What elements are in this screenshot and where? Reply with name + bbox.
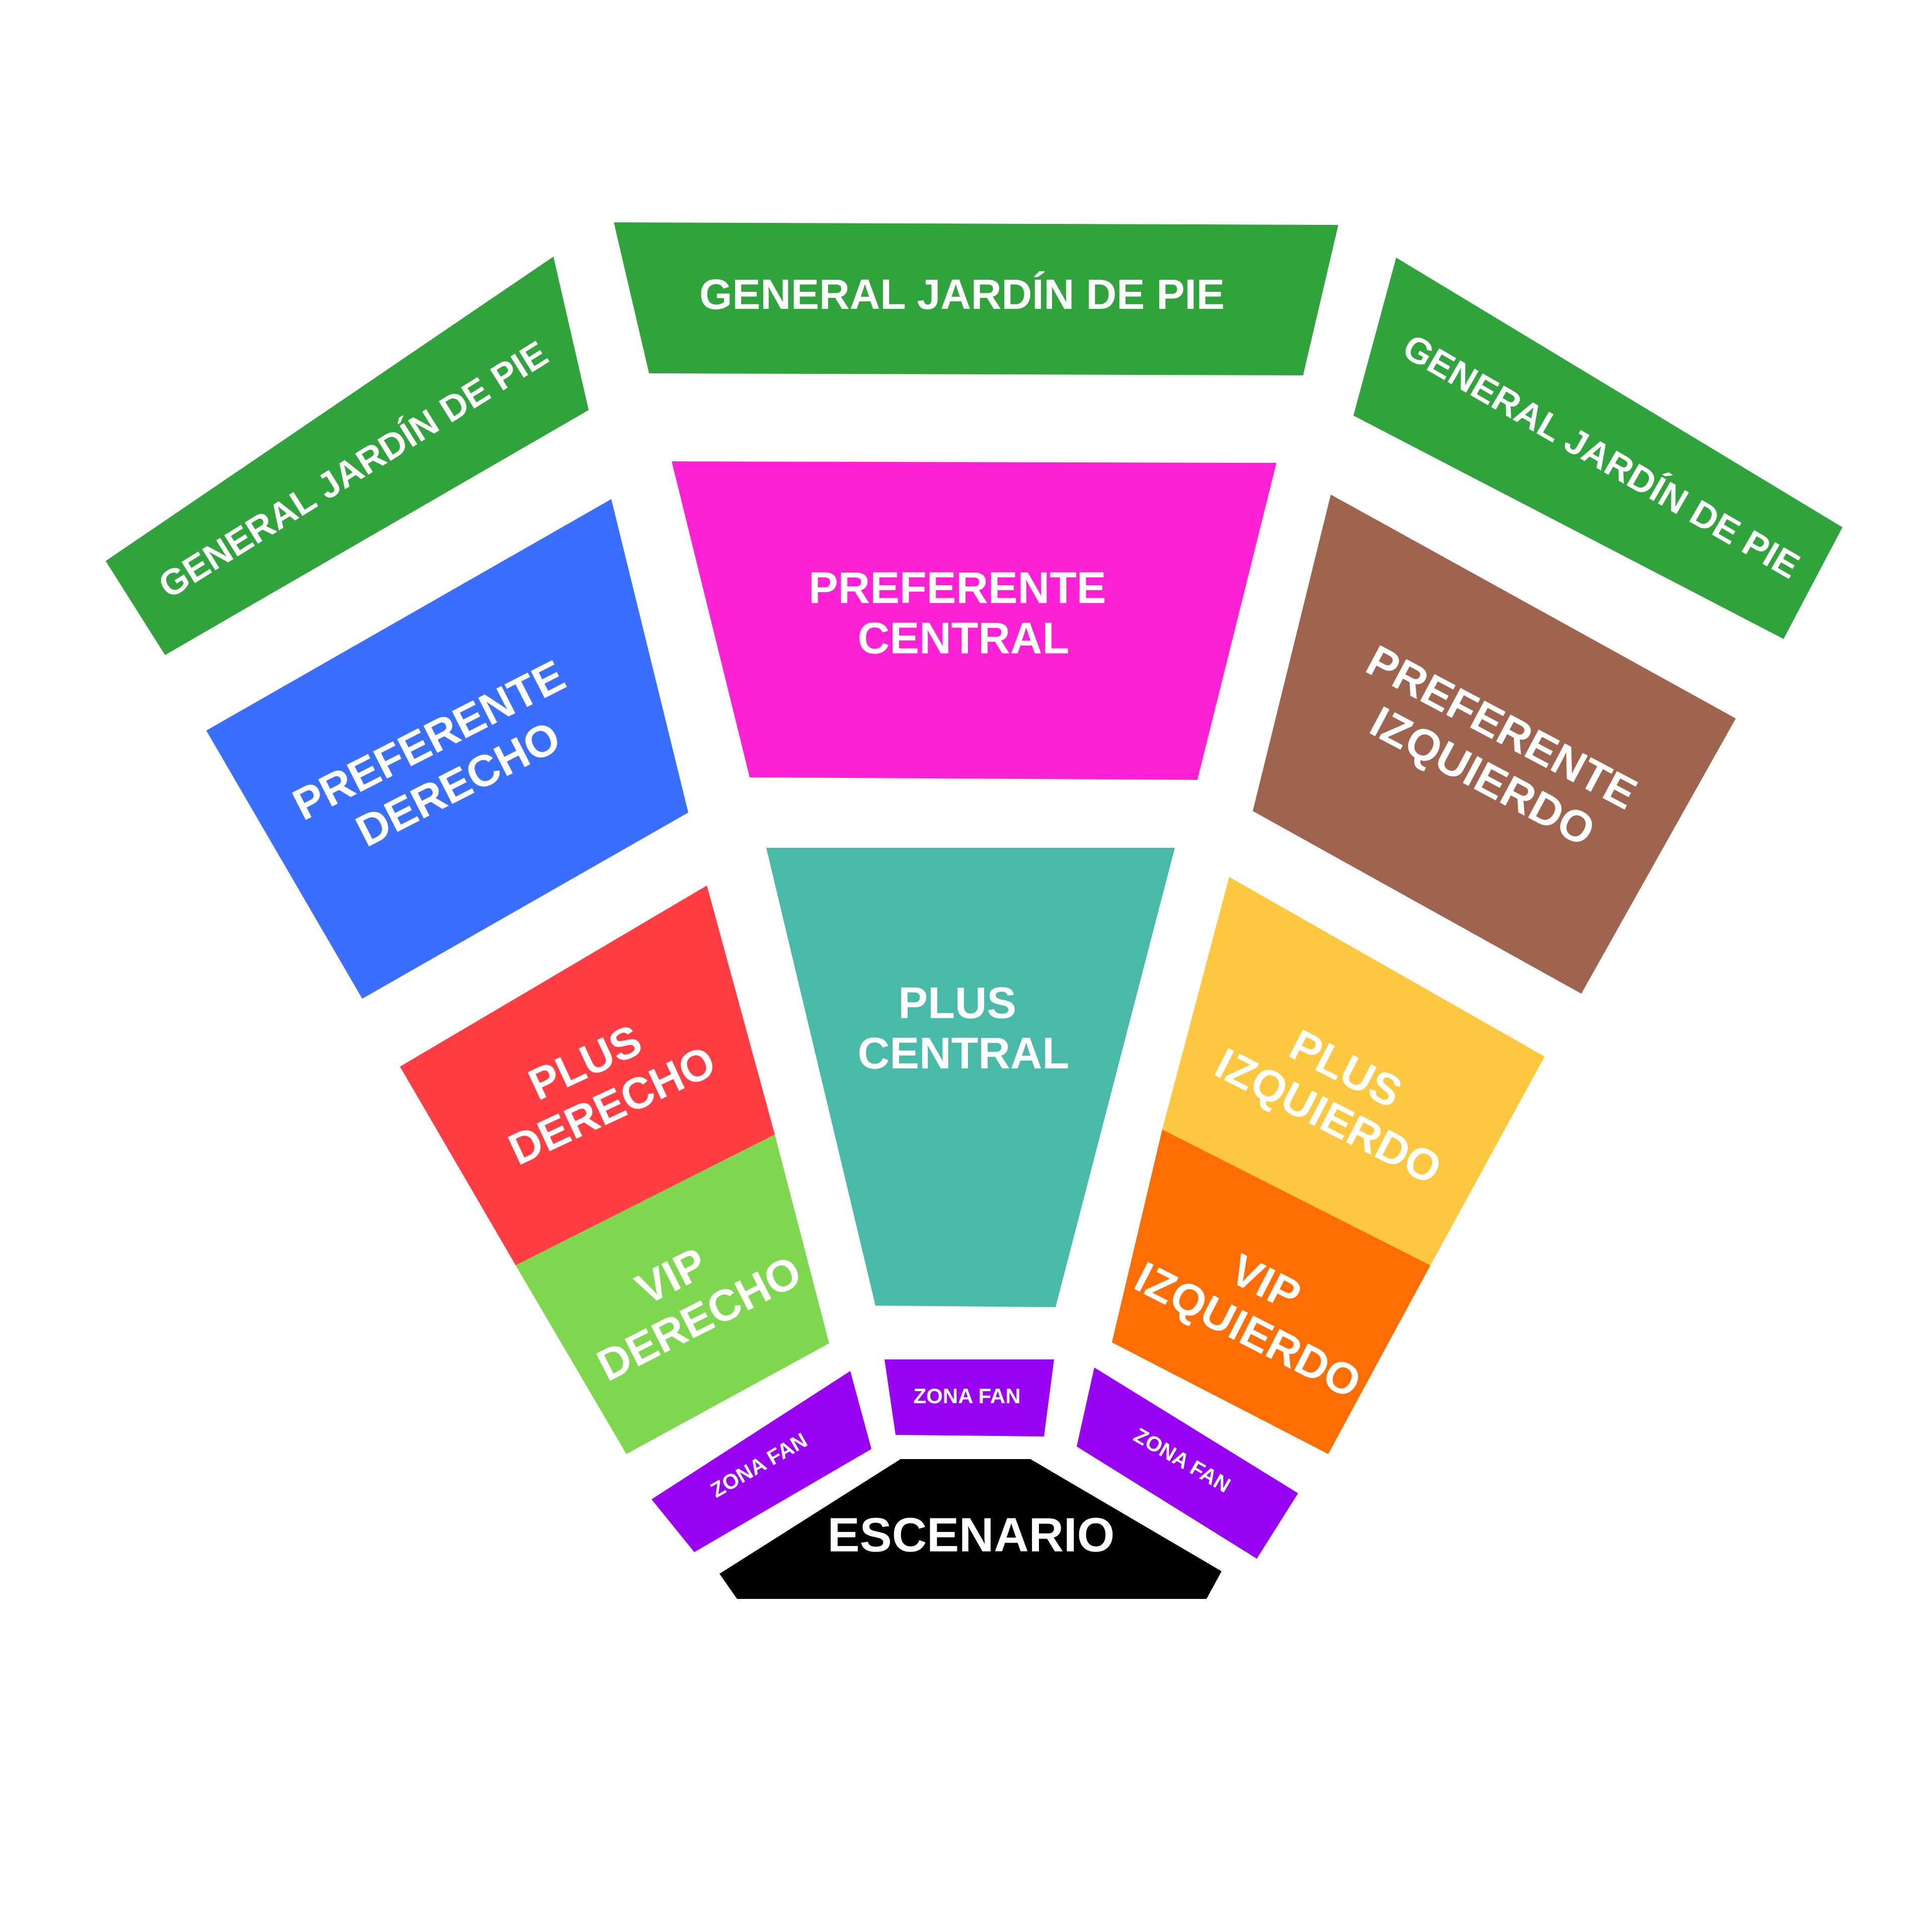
section-preferente-izquierdo-shape[interactable] (1253, 495, 1736, 994)
section-zona-fan-left-shape[interactable] (652, 1371, 871, 1552)
section-zona-fan-center[interactable]: ZONA FAN (884, 1359, 1054, 1436)
section-plus-central-shape[interactable] (766, 848, 1175, 1307)
section-general-right-shape[interactable] (1353, 258, 1842, 639)
section-general-center[interactable]: GENERAL JARDÍN DE PIE (614, 222, 1338, 375)
section-vip-derecho-shape[interactable] (516, 1135, 829, 1454)
section-vip-izquierdo-shape[interactable] (1112, 1130, 1430, 1454)
section-zona-fan-right-shape[interactable] (1077, 1367, 1298, 1559)
section-preferente-central-shape[interactable] (672, 461, 1276, 780)
section-plus-derecho-shape[interactable] (400, 886, 775, 1265)
section-general-center-shape[interactable] (614, 222, 1338, 375)
section-plus-central[interactable]: PLUS CENTRAL (766, 848, 1175, 1307)
section-plus-izquierdo-shape[interactable] (1162, 877, 1545, 1265)
section-zona-fan-center-shape[interactable] (884, 1359, 1054, 1436)
stage-shape (719, 1459, 1222, 1599)
section-preferente-central[interactable]: PREFERENTE CENTRAL (672, 461, 1276, 780)
section-preferente-derecho-shape[interactable] (206, 499, 688, 999)
section-general-left-shape[interactable] (106, 257, 589, 655)
